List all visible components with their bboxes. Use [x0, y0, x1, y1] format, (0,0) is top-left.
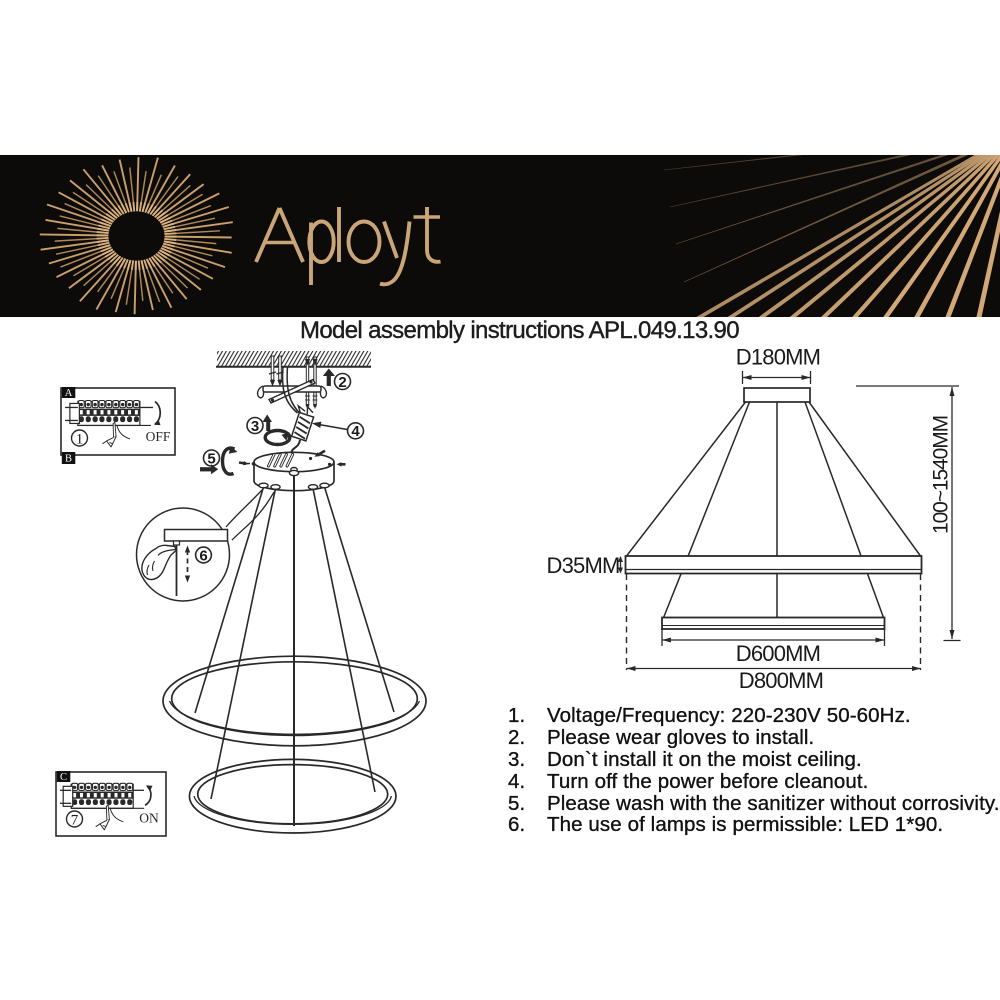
svg-text:C: C: [60, 772, 67, 783]
svg-text:7: 7: [71, 812, 79, 828]
svg-text:1: 1: [76, 431, 84, 447]
svg-text:5: 5: [207, 450, 215, 467]
svg-text:D800MM: D800MM: [739, 668, 823, 693]
svg-text:6: 6: [199, 547, 207, 564]
svg-text:B: B: [65, 454, 72, 465]
svg-text:ON: ON: [139, 811, 159, 826]
svg-text:D35MM: D35MM: [546, 553, 619, 578]
svg-text:3: 3: [251, 418, 259, 435]
svg-text:100~1540MM: 100~1540MM: [930, 416, 953, 534]
svg-text:A: A: [65, 388, 73, 399]
svg-text:4: 4: [351, 423, 360, 440]
svg-text:D600MM: D600MM: [736, 641, 820, 666]
svg-text:2: 2: [338, 374, 346, 391]
svg-text:D180MM: D180MM: [736, 345, 820, 370]
svg-text:OFF: OFF: [146, 429, 171, 444]
